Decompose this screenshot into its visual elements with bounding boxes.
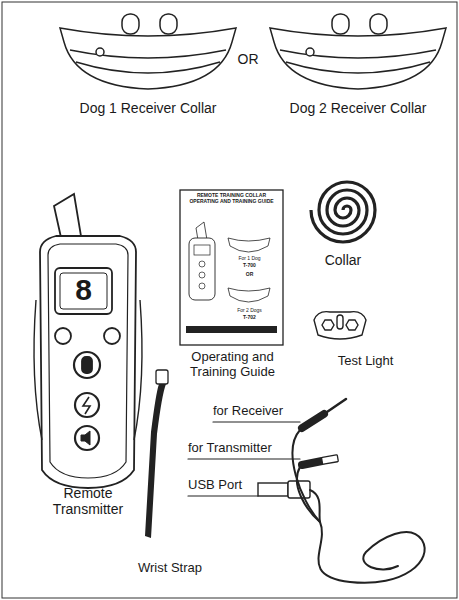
receiver-band: [286, 62, 430, 73]
label-underline: [188, 458, 300, 459]
label-underline: [213, 421, 300, 422]
part-label: Test Light: [318, 354, 413, 369]
contact-prong: [332, 14, 349, 34]
transmitter-plug: [302, 461, 322, 465]
or-label: OR: [233, 51, 263, 67]
mini-collar: [228, 238, 270, 252]
mini-transmitter: [189, 238, 215, 300]
mini-screen: [194, 245, 210, 255]
mini-button: [199, 261, 205, 267]
receiver-collar: [60, 14, 236, 89]
set-button: [104, 328, 120, 344]
button-symbol: [82, 357, 92, 373]
test-contact: [322, 320, 334, 330]
power-icon: [306, 48, 314, 56]
mini-collar: [228, 288, 270, 302]
part-label: Dog 2 Receiver Collar: [278, 100, 438, 116]
receiver-band: [70, 50, 226, 58]
part-label: Wrist Strap: [120, 561, 220, 576]
receiver-collar: [270, 14, 446, 89]
contact-prong: [160, 14, 177, 34]
receiver-body: [60, 28, 236, 89]
wrist-strap: [145, 370, 168, 538]
receiver-body: [270, 28, 446, 89]
mini-antenna: [196, 222, 207, 240]
usb-tip: [258, 483, 288, 496]
strap-loop: [145, 384, 166, 538]
button-symbol: [83, 397, 90, 414]
stimulation-button: [74, 352, 100, 378]
booklet-text: T-700: [222, 263, 277, 269]
strap-clip: [156, 370, 168, 384]
mode-button: [55, 328, 71, 344]
coiled-collar: [311, 182, 375, 242]
cable-wire: [297, 467, 320, 522]
lcd-digit: 8: [55, 273, 112, 308]
booklet-bar: [186, 326, 277, 333]
cable-label: for Transmitter: [188, 441, 318, 456]
label-underline: [188, 495, 258, 496]
part-label: Remote Transmitter: [35, 485, 141, 517]
transmitter-body: [40, 236, 136, 488]
button-symbol: [81, 431, 90, 445]
side-grip: [34, 300, 142, 440]
receiver-band: [280, 50, 436, 58]
cable-wire: [310, 490, 320, 522]
cable-wire: [318, 522, 424, 583]
test-bulb: [337, 315, 343, 329]
boost-button: [75, 393, 99, 417]
booklet-text: REMOTE TRAINING COLLAR OPERATING AND TRA…: [183, 193, 280, 205]
booklet-text: For 1 Dog: [222, 256, 277, 262]
mini-button: [199, 283, 205, 289]
charging-cable: [188, 399, 425, 583]
cable-wire: [293, 430, 320, 522]
receiver-plug: [302, 414, 324, 428]
booklet-text: T-702: [222, 315, 277, 321]
lcd-screen: [55, 268, 112, 314]
receiver-pin: [324, 399, 346, 414]
micro-usb-tip: [321, 455, 338, 465]
part-label: Operating and Training Guide: [175, 350, 290, 380]
power-icon: [96, 48, 104, 56]
test-light: [314, 312, 366, 339]
contact-prong: [122, 14, 139, 34]
booklet-cover: [180, 190, 283, 345]
mini-button: [199, 272, 205, 278]
contact-prong: [370, 14, 387, 34]
part-label: Collar: [298, 252, 388, 268]
cable-label: for Receiver: [213, 404, 323, 419]
test-contact: [346, 320, 358, 330]
booklet-text: OR: [222, 272, 277, 278]
transmitter-panel: [48, 244, 128, 478]
booklet-text: For 2 Dogs: [222, 308, 277, 314]
guide-booklet: [180, 190, 283, 345]
cable-label: USB Port: [188, 478, 278, 493]
antenna: [54, 194, 82, 242]
part-label: Dog 1 Receiver Collar: [68, 100, 228, 116]
receiver-band: [76, 62, 220, 73]
remote-transmitter: [34, 194, 142, 488]
tone-button: [75, 426, 99, 450]
test-light-body: [314, 312, 366, 339]
